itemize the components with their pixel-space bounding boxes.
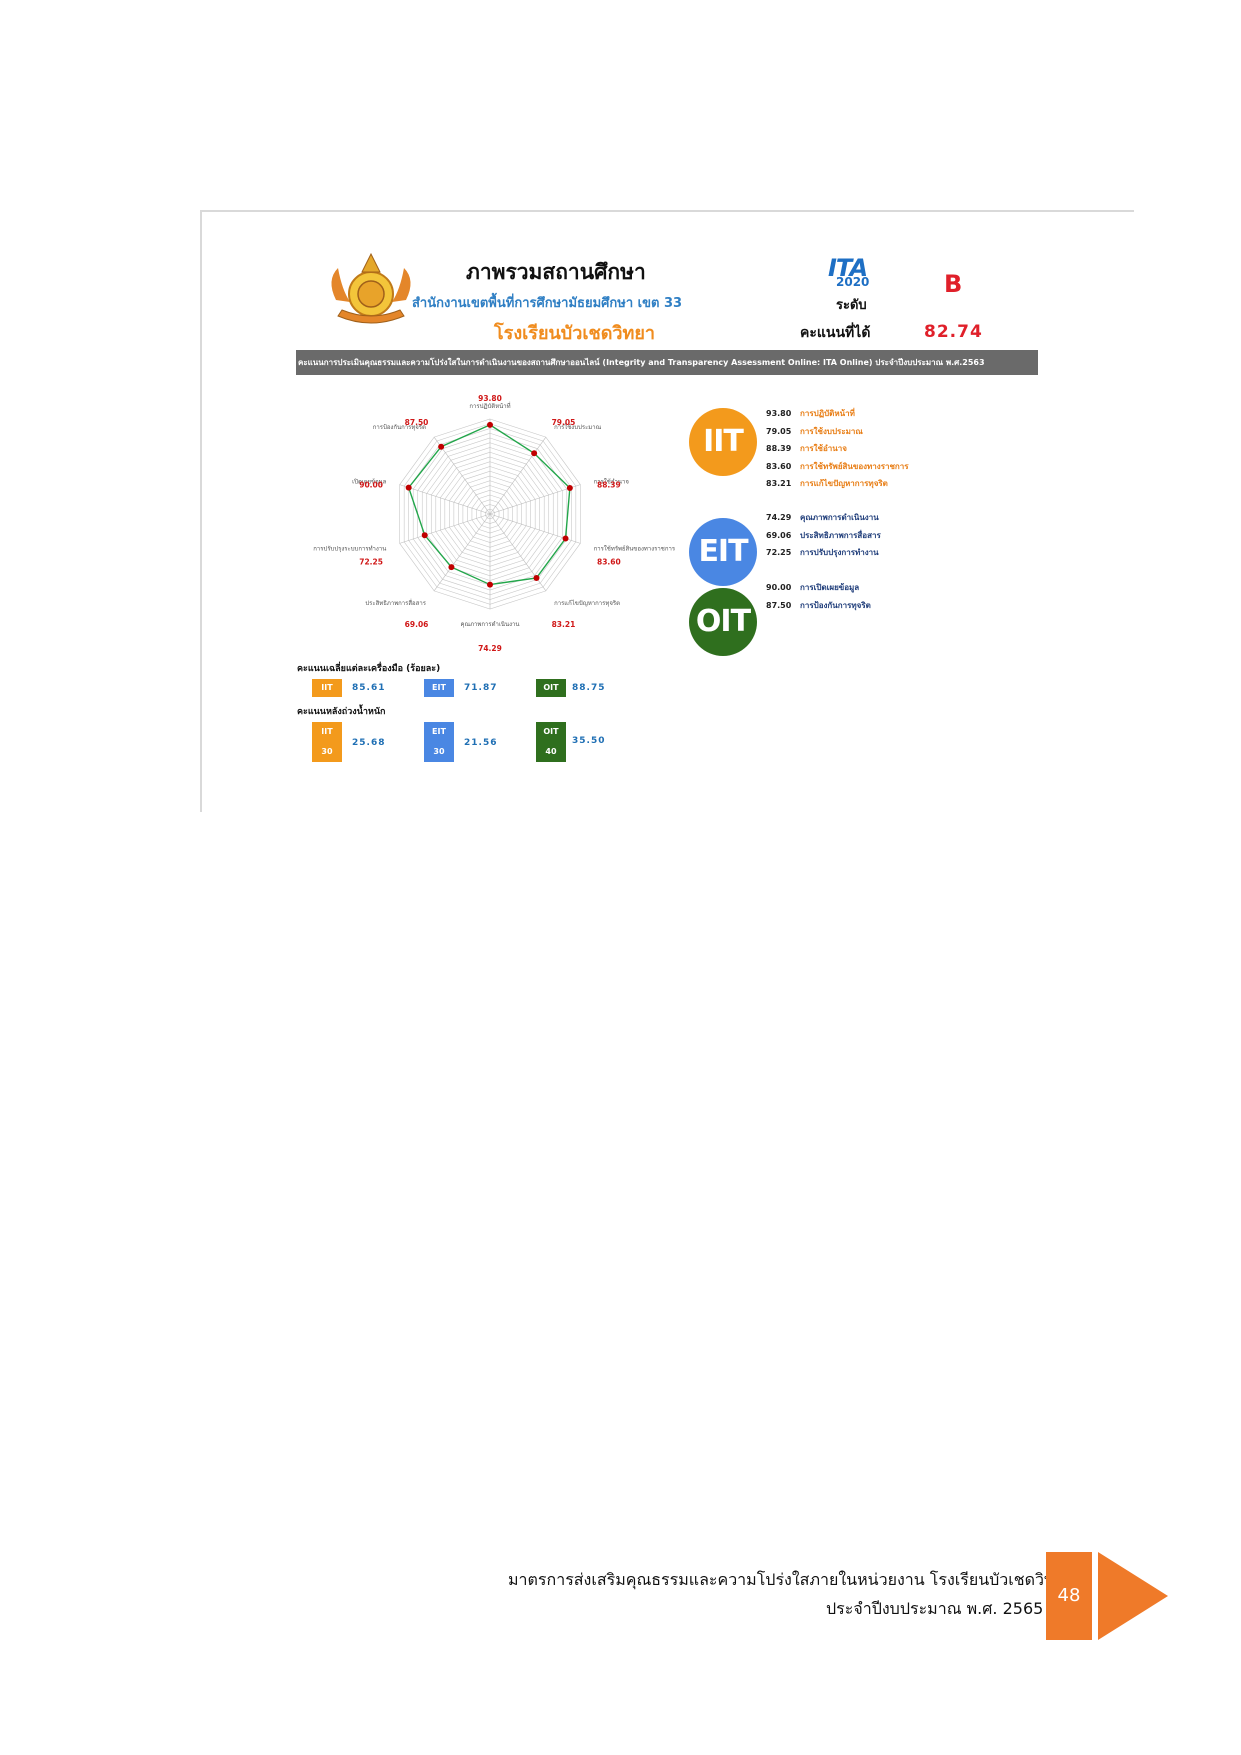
radar-point (448, 564, 455, 571)
radar-axis-label: การแก้ไขปัญหาการทุจริต (554, 599, 620, 607)
footer-title: มาตรการส่งเสริมคุณธรรมและความโปร่งใสภายใ… (508, 1570, 1073, 1589)
radar-point (487, 581, 493, 588)
avg-eit-chip: EIT (424, 679, 454, 697)
avg-eit-value: 71.87 (464, 683, 498, 693)
w-oit-value: 35.50 (572, 736, 606, 746)
radar-value-label: 72.25 (359, 558, 383, 567)
radar-point (533, 574, 540, 581)
page-title: ภาพรวมสถานศึกษา (466, 260, 646, 284)
radar-axis-label: การปรับปรุงระบบการทำงาน (313, 546, 386, 553)
radar-spoke (399, 513, 491, 544)
footer-fiscal-year: ประจำปีงบประมาณ พ.ศ. 2565 (826, 1599, 1044, 1618)
radar-point (562, 535, 569, 542)
radar-value-label: 88.39 (597, 480, 621, 489)
avg-oit-value: 88.75 (572, 683, 606, 693)
school-emblem (331, 252, 411, 324)
radar-spoke (489, 484, 581, 515)
radar-spoke (433, 436, 491, 515)
w-eit-value: 21.56 (464, 738, 498, 748)
office-subtitle: สำนักงานเขตพื้นที่การศึกษามัธยมศึกษา เขต… (412, 296, 683, 311)
radar-point (421, 532, 428, 539)
radar-point (531, 450, 538, 457)
avg-oit-chip: OIT (536, 679, 566, 697)
oit-badge: OIT (689, 588, 757, 656)
radar-axis-label: การใช้อำนาจ (594, 477, 629, 485)
w-iit-value: 25.68 (352, 738, 386, 748)
radar-spoke (489, 436, 547, 515)
ita-year: 2020 (836, 275, 870, 289)
radar-spoke (399, 484, 491, 515)
avg-iit-chip: IIT (312, 679, 342, 697)
radar-value-label: 90.00 (359, 480, 383, 489)
arrow-right-icon (1098, 1552, 1168, 1640)
radar-point (487, 421, 493, 428)
radar-axis-label: คุณภาพการดำเนินงาน (460, 621, 519, 628)
radar-spoke (433, 513, 491, 592)
radar-point (566, 485, 573, 492)
radar-value-label: 93.80 (478, 394, 502, 403)
radar-value-label: 83.21 (552, 620, 576, 629)
radar-chart: การปฏิบัติหน้าที่93.80 การใช้งบประมาณ79.0… (313, 394, 676, 653)
radar-point (438, 443, 445, 450)
radar-point (405, 484, 412, 491)
radar-axis-label: เปิดเผยข้อมูล (352, 478, 386, 485)
iit-badge: IIT (689, 408, 757, 476)
radar-value-label: 74.29 (478, 644, 502, 653)
radar-value-label: 79.05 (552, 418, 576, 427)
radar-value-label: 87.50 (405, 418, 429, 427)
avg-iit-value: 85.61 (352, 683, 386, 693)
radar-value-label: 69.06 (405, 620, 429, 629)
radar-value-label: 83.60 (597, 558, 621, 567)
weighted-heading: คะแนนหลังถ่วงน้ำหนัก (297, 707, 386, 717)
radar-axis-label: การใช้ทรัพย์สินของทางราชการ (594, 545, 676, 553)
radar-axis-label: ประสิทธิภาพการสื่อสาร (365, 599, 426, 607)
radar-axis-label: การใช้งบประมาณ (554, 423, 602, 431)
radar-axis-label: การป้องกันการทุจริต (373, 424, 426, 431)
level-label: ระดับ (836, 298, 867, 313)
ita-logo: ITA (828, 254, 868, 282)
eit-badge: EIT (689, 518, 757, 586)
page-number: 48 (1046, 1552, 1092, 1640)
score-value: 82.74 (924, 322, 983, 342)
assessment-banner: คะแนนการประเมินคุณธรรมและความโปร่งใสในกา… (296, 350, 1038, 375)
grade-value: B (944, 270, 963, 298)
school-name: โรงเรียนบัวเชดวิทยา (494, 323, 656, 344)
radar-axis-label: การปฏิบัติหน้าที่ (469, 402, 510, 410)
score-label: คะแนนที่ได้ (800, 325, 871, 341)
average-heading: คะแนนเฉลี่ยแต่ละเครื่องมือ (ร้อยละ) (297, 664, 441, 674)
